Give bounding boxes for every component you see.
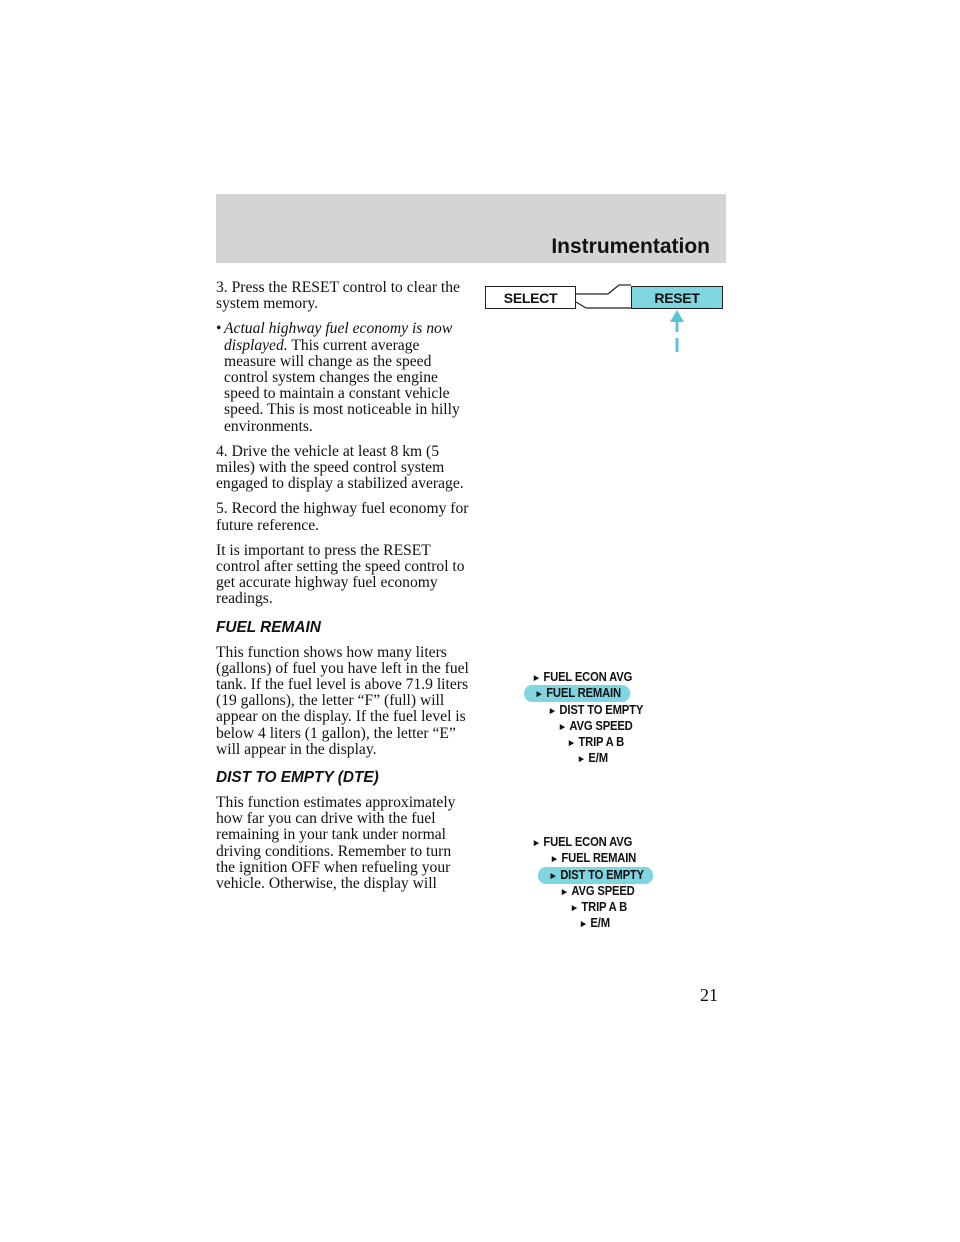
triangle-right-icon: ► (550, 854, 559, 865)
select-button-illustration: SELECT (485, 286, 576, 309)
triangle-right-icon: ► (579, 919, 588, 930)
triangle-right-icon: ► (548, 706, 557, 717)
header-band: Instrumentation (216, 194, 726, 263)
menu-item: ►TRIP A B (567, 735, 625, 749)
triangle-right-icon: ► (534, 689, 544, 700)
bullet-text-wrap: Actual highway fuel economy is now displ… (224, 321, 472, 434)
menu-fuel-remain: ►FUEL ECON AVG ►FUEL REMAIN ►DIST TO EMP… (482, 669, 722, 769)
menu-item: ►TRIP A B (570, 900, 628, 914)
press-arrow-icon (670, 310, 684, 322)
menu-item: ►AVG SPEED (558, 719, 633, 733)
page-title: Instrumentation (551, 235, 710, 258)
triangle-right-icon: ► (558, 722, 567, 733)
menu-dist-to-empty: ►FUEL ECON AVG ►FUEL REMAIN ►DIST TO EMP… (482, 834, 722, 934)
select-reset-illustration: SELECT RESET (482, 282, 726, 362)
section-text-dte: This function estimates approximately ho… (216, 794, 456, 893)
reset-button-illustration: RESET (631, 286, 723, 309)
triangle-right-icon: ► (548, 871, 558, 882)
section-heading-fuel-remain: FUEL REMAIN (216, 618, 321, 636)
bullet-dot: • (216, 320, 222, 338)
menu-item-highlighted: ►DIST TO EMPTY (538, 867, 653, 884)
bullet-note: • Actual highway fuel economy is now dis… (216, 321, 472, 434)
triangle-right-icon: ► (570, 903, 579, 914)
step-3: 3. Press the RESET control to clear the … (216, 279, 460, 313)
triangle-right-icon: ► (532, 673, 541, 684)
page-number: 21 (700, 985, 718, 1005)
menu-item: ►E/M (579, 916, 610, 930)
menu-item: ►FUEL ECON AVG (532, 670, 633, 684)
control-connector-lines (575, 284, 684, 352)
menu-item: ►FUEL ECON AVG (532, 835, 633, 849)
bullet-text: This current average measure will change… (224, 336, 460, 435)
triangle-right-icon: ► (532, 838, 541, 849)
step-5: 5. Record the highway fuel economy for f… (216, 500, 469, 534)
step-4: 4. Drive the vehicle at least 8 km (5 mi… (216, 442, 464, 493)
triangle-right-icon: ► (567, 738, 576, 749)
menu-item: ►AVG SPEED (560, 884, 635, 898)
important-note: It is important to press the RESET contr… (216, 541, 465, 608)
body-text-column: 3. Press the RESET control to clear the … (216, 279, 472, 901)
menu-item: ►E/M (577, 751, 608, 765)
menu-item-highlighted: ►FUEL REMAIN (524, 685, 630, 702)
menu-item: ►FUEL REMAIN (550, 851, 637, 865)
triangle-right-icon: ► (560, 887, 569, 898)
bullet-italic: Actual highway fuel economy is now displ… (224, 320, 453, 354)
triangle-right-icon: ► (577, 754, 586, 765)
menu-item: ►DIST TO EMPTY (548, 703, 644, 717)
section-heading-dte: DIST TO EMPTY (DTE) (216, 769, 379, 787)
section-text-fuel-remain: This function shows how many liters (gal… (216, 643, 469, 758)
